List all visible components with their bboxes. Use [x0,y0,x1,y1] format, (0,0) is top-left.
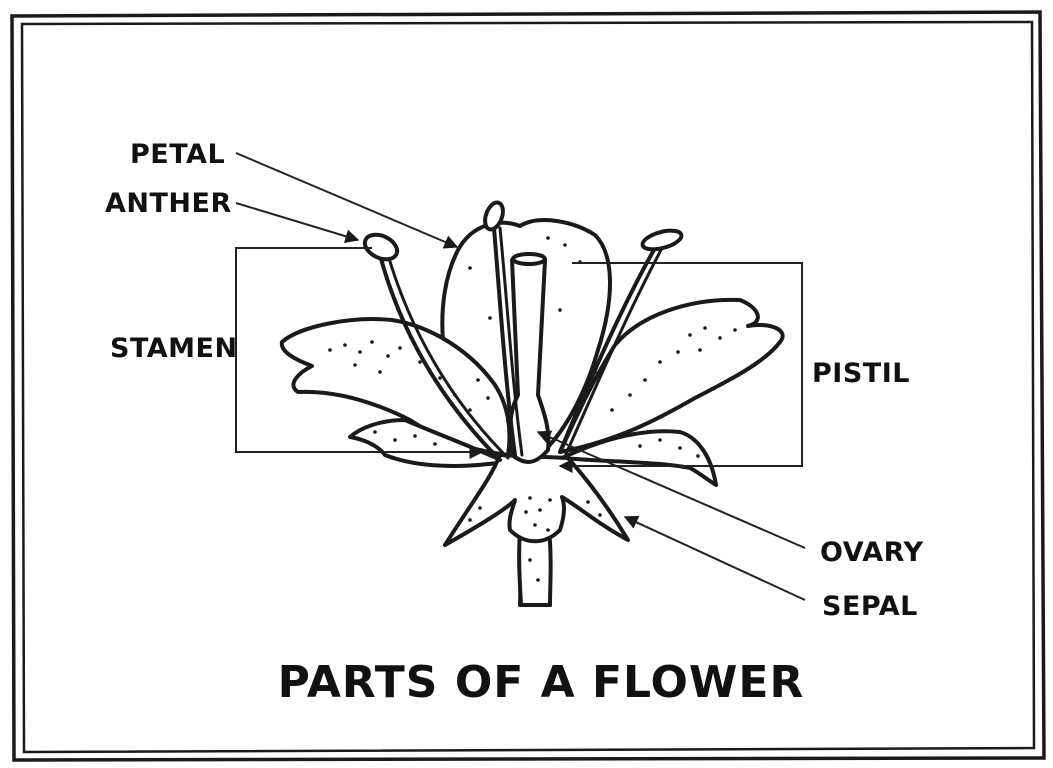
label-sepal: SEPAL [822,591,918,622]
flower-illustration [282,200,783,605]
label-ovary: OVARY [820,537,924,568]
diagram-title: PARTS OF A FLOWER [278,657,805,708]
label-petal: PETAL [130,139,225,170]
label-stamen: STAMEN [110,333,238,364]
sepal-shape [445,455,628,545]
anther-right [641,227,684,253]
label-anther: ANTHER [105,188,232,219]
label-pistil: PISTIL [812,358,910,389]
anther-arrow [236,203,358,240]
petal-arrow [236,153,457,247]
sepal-arrow [625,517,805,600]
